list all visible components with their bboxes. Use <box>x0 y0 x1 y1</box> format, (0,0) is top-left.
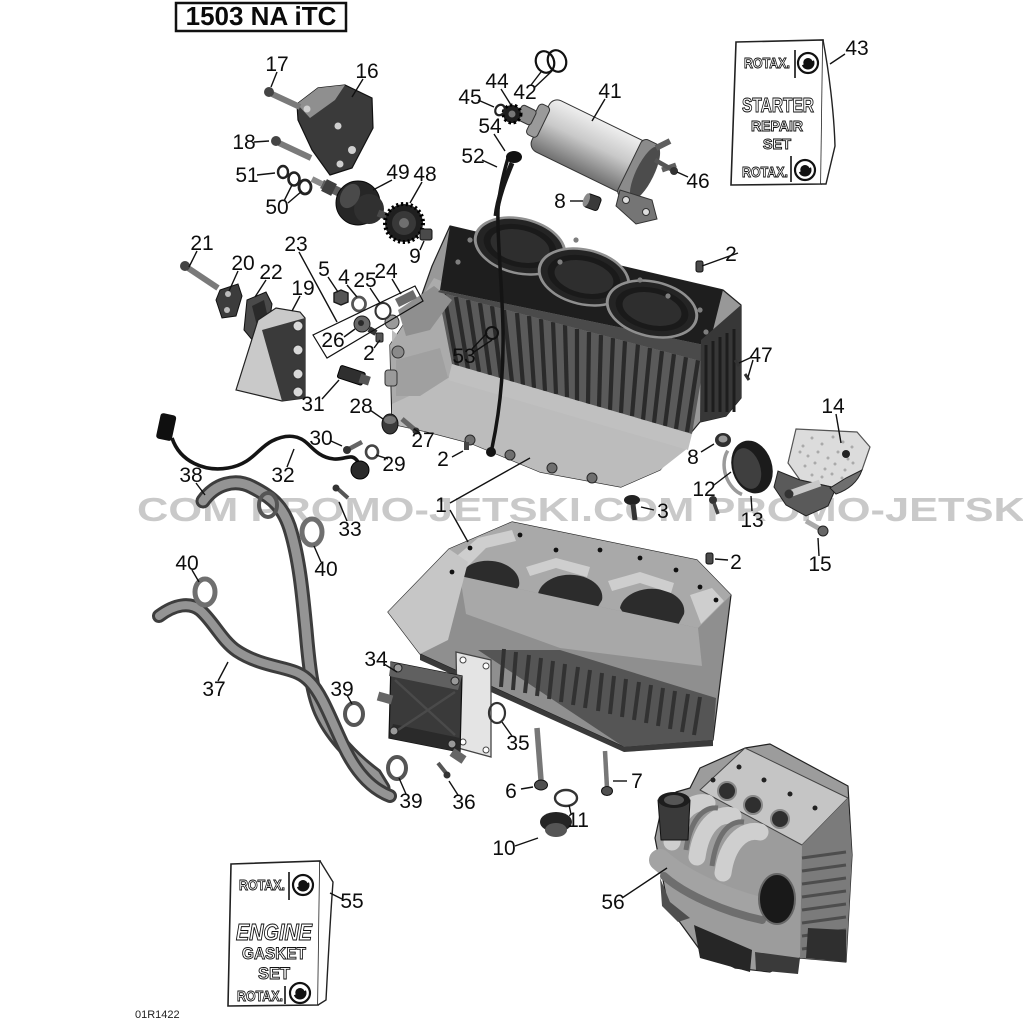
svg-text:40: 40 <box>175 552 198 575</box>
svg-text:54: 54 <box>478 115 502 138</box>
svg-text:5: 5 <box>318 258 330 281</box>
svg-text:ROTAX.: ROTAX. <box>744 56 790 72</box>
svg-text:1503 NA iTC: 1503 NA iTC <box>186 1 337 31</box>
svg-text:23: 23 <box>284 233 307 256</box>
svg-text:2: 2 <box>725 243 737 266</box>
svg-text:38: 38 <box>179 464 202 487</box>
svg-text:12: 12 <box>692 478 715 501</box>
svg-text:46: 46 <box>686 170 709 193</box>
svg-text:9: 9 <box>409 245 421 268</box>
svg-text:ENGINE: ENGINE <box>236 919 313 945</box>
svg-text:39: 39 <box>399 790 422 813</box>
svg-text:8: 8 <box>687 446 699 469</box>
svg-text:3: 3 <box>657 500 669 523</box>
svg-text:43: 43 <box>845 37 868 60</box>
svg-text:37: 37 <box>202 678 225 701</box>
svg-text:REPAIR: REPAIR <box>751 119 804 135</box>
svg-text:7: 7 <box>631 770 643 793</box>
svg-text:2: 2 <box>730 551 742 574</box>
svg-text:10: 10 <box>492 837 515 860</box>
svg-text:14: 14 <box>821 395 845 418</box>
svg-text:01R1422: 01R1422 <box>135 1009 180 1021</box>
svg-text:GASKET: GASKET <box>242 945 306 963</box>
svg-text:18: 18 <box>232 131 255 154</box>
svg-text:ROTAX.: ROTAX. <box>239 878 285 894</box>
svg-text:39: 39 <box>330 678 353 701</box>
svg-text:16: 16 <box>355 60 378 83</box>
svg-text:ROTAX.: ROTAX. <box>742 165 788 181</box>
svg-text:1: 1 <box>435 494 447 517</box>
svg-text:41: 41 <box>598 80 621 103</box>
svg-text:32: 32 <box>271 464 294 487</box>
svg-text:29: 29 <box>382 453 405 476</box>
svg-text:51: 51 <box>235 164 258 187</box>
svg-text:6: 6 <box>505 780 517 803</box>
svg-text:48: 48 <box>413 163 436 186</box>
svg-text:19: 19 <box>291 277 314 300</box>
svg-text:2: 2 <box>437 448 449 471</box>
svg-text:50: 50 <box>265 196 288 219</box>
svg-text:52: 52 <box>461 145 484 168</box>
svg-text:25: 25 <box>353 269 376 292</box>
svg-text:47: 47 <box>749 344 772 367</box>
svg-text:STARTER: STARTER <box>742 95 814 117</box>
svg-text:33: 33 <box>338 518 361 541</box>
svg-text:22: 22 <box>259 261 282 284</box>
svg-text:2: 2 <box>363 342 375 365</box>
svg-text:49: 49 <box>386 161 409 184</box>
svg-text:26: 26 <box>321 329 344 352</box>
svg-text:24: 24 <box>374 260 398 283</box>
svg-text:44: 44 <box>485 70 509 93</box>
svg-text:56: 56 <box>601 891 624 914</box>
svg-text:40: 40 <box>314 558 337 581</box>
svg-text:4: 4 <box>338 266 350 289</box>
svg-text:20: 20 <box>231 252 254 275</box>
svg-text:21: 21 <box>190 232 213 255</box>
svg-text:27: 27 <box>411 429 434 452</box>
svg-text:11: 11 <box>567 809 589 832</box>
svg-text:36: 36 <box>452 791 475 814</box>
svg-text:30: 30 <box>309 427 332 450</box>
svg-text:53: 53 <box>452 345 475 368</box>
svg-text:34: 34 <box>364 648 388 671</box>
svg-text:SET: SET <box>258 965 290 983</box>
svg-text:45: 45 <box>458 86 481 109</box>
svg-text:55: 55 <box>340 890 363 913</box>
svg-text:31: 31 <box>301 393 324 416</box>
svg-text:13: 13 <box>740 509 763 532</box>
svg-text:28: 28 <box>349 395 372 418</box>
svg-text:17: 17 <box>265 53 288 76</box>
svg-text:ROTAX.: ROTAX. <box>237 989 283 1005</box>
svg-text:42: 42 <box>513 81 536 104</box>
svg-text:35: 35 <box>506 732 529 755</box>
svg-text:8: 8 <box>554 190 566 213</box>
svg-text:15: 15 <box>808 553 831 576</box>
svg-text:SET: SET <box>763 137 791 153</box>
